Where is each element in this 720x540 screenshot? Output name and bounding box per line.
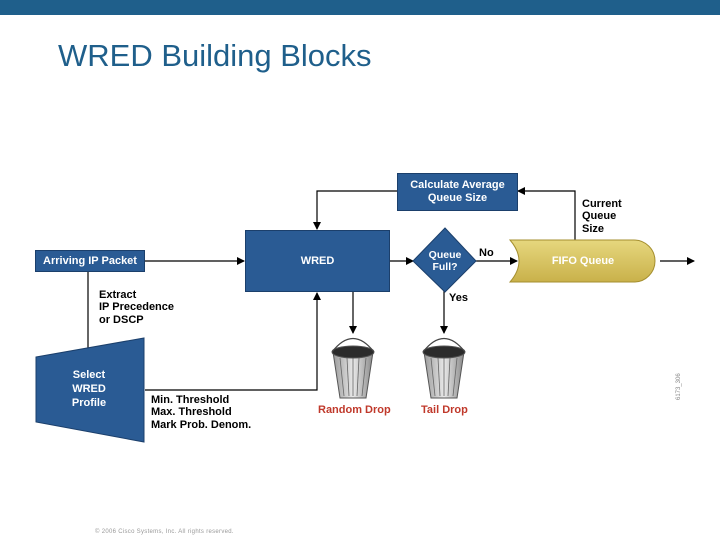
arrow-profile-to-wred xyxy=(145,292,321,391)
wred-box: WRED xyxy=(245,230,390,292)
select-profile-shape xyxy=(35,337,145,443)
random-drop-label: Random Drop xyxy=(318,404,391,416)
arriving-packet-label: Arriving IP Packet xyxy=(43,254,137,267)
current-queue-size-label: Current Queue Size xyxy=(582,198,622,235)
extract-line-2: IP Precedence xyxy=(99,301,175,314)
top-bar xyxy=(0,0,720,15)
current-queue-line-1: Current xyxy=(582,198,622,210)
arrow-queue-to-calc xyxy=(517,187,576,240)
extract-line-1: Extract xyxy=(99,289,137,301)
queue-full-line-1: Queue xyxy=(428,248,462,261)
figure-id: 6173_306 xyxy=(676,373,682,400)
extract-label: Extract IP Precedence or DSCP xyxy=(99,289,174,326)
threshold-line-2: Max. Threshold xyxy=(151,406,232,419)
calc-avg-box: Calculate Average Queue Size xyxy=(397,173,518,211)
random-drop-bucket-icon xyxy=(331,337,375,399)
arriving-packet-box: Arriving IP Packet xyxy=(35,250,145,272)
select-profile-line-1: Select xyxy=(72,369,106,382)
select-profile-line-3: Profile xyxy=(71,396,107,409)
queue-full-text: Queue Full? xyxy=(416,246,474,276)
fifo-queue-shape xyxy=(508,239,656,283)
threshold-line-1: Min. Threshold xyxy=(151,394,230,406)
arrow-calc-to-wred xyxy=(313,190,397,230)
select-profile-line-2: WRED xyxy=(72,383,106,396)
no-label: No xyxy=(479,247,494,259)
copyright-footer: © 2006 Cisco Systems, Inc. All rights re… xyxy=(95,529,234,535)
queue-full-diamond xyxy=(412,227,477,293)
tail-drop-bucket-icon xyxy=(422,337,466,399)
current-queue-line-2: Queue xyxy=(582,210,617,223)
select-profile-text: Select WRED Profile xyxy=(52,366,126,414)
threshold-line-3: Mark Prob. Denom. xyxy=(151,418,252,431)
wred-label: WRED xyxy=(300,254,335,267)
fifo-queue-label: FIFO Queue xyxy=(551,254,615,267)
fifo-queue-text: FIFO Queue xyxy=(528,250,638,272)
current-queue-line-3: Size xyxy=(582,222,605,235)
queue-full-line-2: Full? xyxy=(432,261,458,273)
yes-label: Yes xyxy=(449,292,468,304)
extract-line-3: or DSCP xyxy=(99,313,144,326)
thresholds-label: Min. Threshold Max. Threshold Mark Prob.… xyxy=(151,394,251,431)
calc-avg-label: Calculate Average Queue Size xyxy=(410,179,505,204)
slide-title: WRED Building Blocks xyxy=(58,38,372,73)
tail-drop-label: Tail Drop xyxy=(421,404,468,416)
